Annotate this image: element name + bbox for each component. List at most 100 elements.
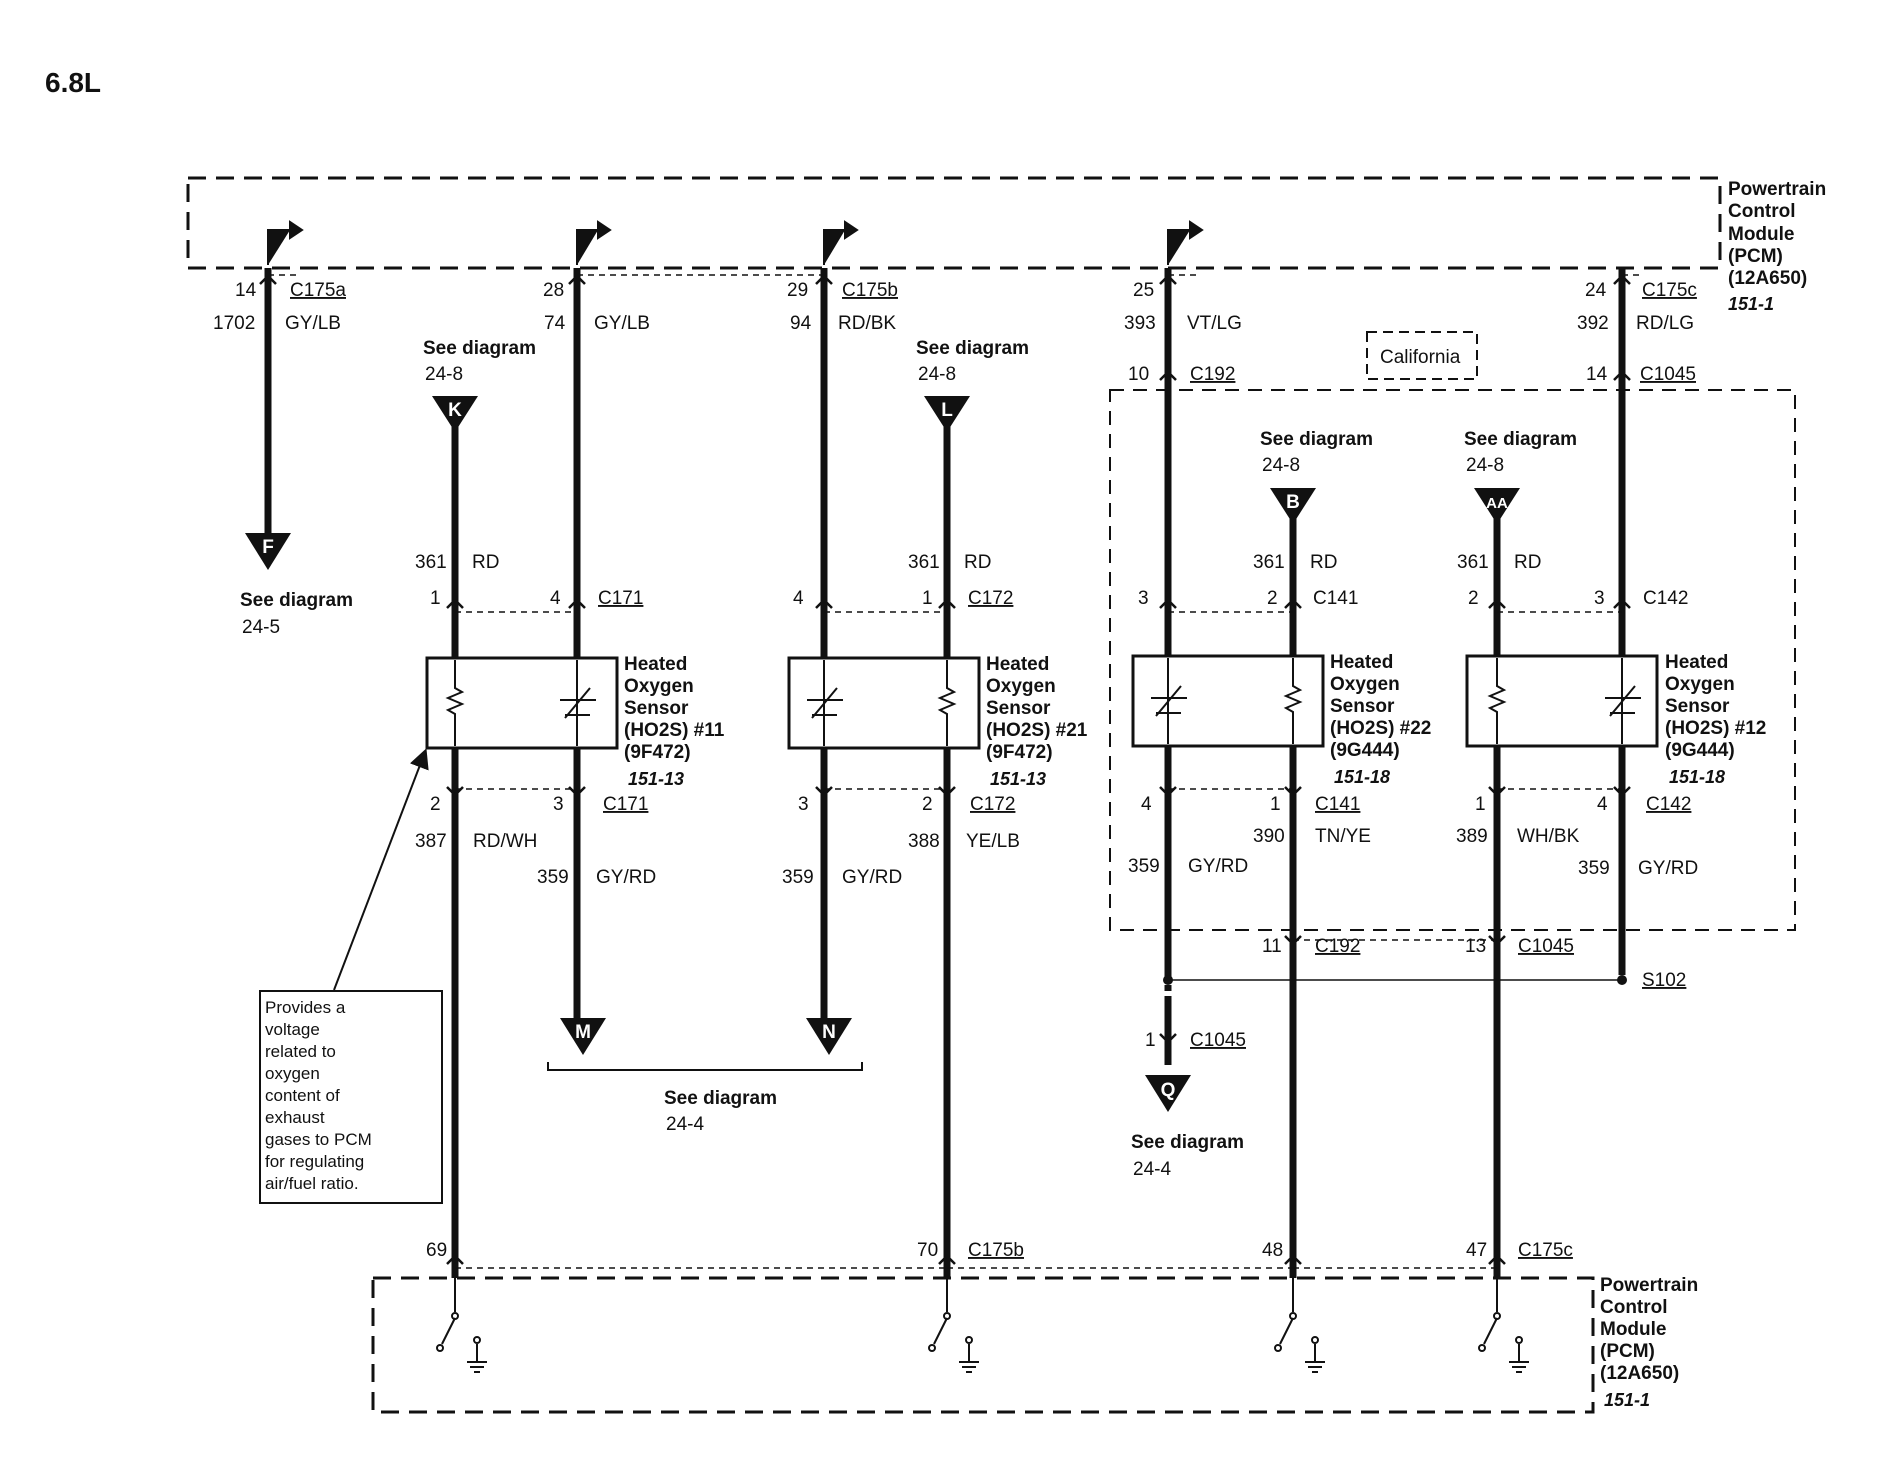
pcm-input-switches <box>436 1278 1529 1373</box>
splice-dot-right <box>1617 975 1627 985</box>
svg-text:Powertrain: Powertrain <box>1728 179 1826 200</box>
svg-text:361: 361 <box>1457 552 1489 573</box>
svg-text:392: 392 <box>1577 313 1609 334</box>
svg-text:(9F472): (9F472) <box>624 742 691 763</box>
flag-l: See diagram 24-8 L <box>916 338 1029 432</box>
svg-text:Powertrain: Powertrain <box>1600 1275 1698 1296</box>
svg-text:(HO2S) #22: (HO2S) #22 <box>1330 718 1431 739</box>
svg-text:359: 359 <box>1578 858 1610 879</box>
svg-text:4: 4 <box>550 588 561 609</box>
top-wire-labels: 14 C175a 1702 GY/LB 28 74 GY/LB 29 C175b… <box>213 280 1697 385</box>
sensor-top-connector-labels: 361 RD 1 4 C171 361 RD 4 1 C172 361 RD 3… <box>415 552 1688 609</box>
svg-text:(9F472): (9F472) <box>986 742 1053 763</box>
svg-text:VT/LG: VT/LG <box>1187 313 1242 334</box>
svg-text:C175c: C175c <box>1642 280 1697 301</box>
svg-text:2: 2 <box>1267 588 1278 609</box>
pcm-input-switch-69 <box>436 1278 487 1373</box>
note-text: Provides a voltage related to oxygen con… <box>265 998 372 1193</box>
svg-text:28: 28 <box>543 280 564 301</box>
svg-text:151-18: 151-18 <box>1669 767 1725 787</box>
svg-text:2: 2 <box>922 794 933 815</box>
sensor-element-symbols <box>445 658 1641 746</box>
svg-text:C175b: C175b <box>968 1240 1024 1261</box>
svg-text:C141: C141 <box>1313 588 1358 609</box>
svg-text:C192: C192 <box>1315 936 1360 957</box>
sensor-label-11: Heated Oxygen Sensor (HO2S) #11 (9F472) … <box>624 654 725 789</box>
svg-text:24: 24 <box>1585 280 1607 301</box>
svg-text:C172: C172 <box>970 794 1015 815</box>
pcm-top-label: Powertrain Control Module (PCM) (12A650)… <box>1728 179 1826 314</box>
svg-text:24-8: 24-8 <box>1466 455 1504 476</box>
california-box <box>1109 389 1796 931</box>
svg-text:exhaust: exhaust <box>265 1108 325 1127</box>
svg-text:See diagram: See diagram <box>664 1088 777 1109</box>
svg-text:C142: C142 <box>1646 794 1691 815</box>
svg-text:Control: Control <box>1600 1297 1668 1318</box>
svg-text:Module: Module <box>1600 1319 1667 1340</box>
svg-text:1: 1 <box>1270 794 1281 815</box>
flag-b: See diagram 24-8 B <box>1260 429 1373 524</box>
svg-text:Oxygen: Oxygen <box>1330 674 1400 695</box>
svg-text:361: 361 <box>1253 552 1285 573</box>
sensor-connector-lines <box>455 611 1622 1269</box>
svg-text:(9G444): (9G444) <box>1330 740 1400 761</box>
wires <box>264 268 1626 1278</box>
california-label: California <box>1380 347 1461 368</box>
note-arrow <box>333 748 429 991</box>
svg-text:2: 2 <box>430 794 441 815</box>
svg-text:24-4: 24-4 <box>666 1114 704 1135</box>
svg-text:359: 359 <box>782 867 814 888</box>
svg-text:L: L <box>941 400 953 421</box>
pcm-bottom-label: Powertrain Control Module (PCM) (12A650)… <box>1600 1275 1698 1410</box>
svg-text:C192: C192 <box>1190 364 1235 385</box>
splice-dot-left <box>1163 975 1173 985</box>
svg-text:Sensor: Sensor <box>624 698 689 719</box>
svg-text:GY/RD: GY/RD <box>596 867 656 888</box>
svg-text:1: 1 <box>1475 794 1486 815</box>
svg-text:See diagram: See diagram <box>916 338 1029 359</box>
svg-text:oxygen: oxygen <box>265 1064 320 1083</box>
svg-text:YE/LB: YE/LB <box>966 831 1020 852</box>
svg-text:See diagram: See diagram <box>1260 429 1373 450</box>
svg-text:(12A650): (12A650) <box>1600 1363 1679 1384</box>
svg-text:GY/LB: GY/LB <box>285 313 341 334</box>
svg-text:See diagram: See diagram <box>1464 429 1577 450</box>
svg-text:4: 4 <box>1141 794 1152 815</box>
flag-f: F See diagram 24-5 <box>240 533 353 638</box>
svg-text:C175c: C175c <box>1518 1240 1573 1261</box>
svg-text:Heated: Heated <box>624 654 687 675</box>
svg-text:C1045: C1045 <box>1190 1030 1246 1051</box>
svg-text:14: 14 <box>1586 364 1608 385</box>
svg-text:1: 1 <box>430 588 441 609</box>
engine-title: 6.8L <box>45 67 101 98</box>
svg-text:AA: AA <box>1486 495 1508 512</box>
svg-text:3: 3 <box>553 794 564 815</box>
svg-text:14: 14 <box>235 280 257 301</box>
svg-text:390: 390 <box>1253 826 1285 847</box>
svg-text:151-18: 151-18 <box>1334 767 1390 787</box>
svg-text:RD: RD <box>1514 552 1541 573</box>
pcm-bottom-box <box>371 1276 1595 1414</box>
svg-text:content of: content of <box>265 1086 340 1105</box>
svg-text:25: 25 <box>1133 280 1154 301</box>
california-output-labels: 11 C192 13 C1045 S102 1 C1045 <box>1145 936 1686 1051</box>
sensor-label-22: Heated Oxygen Sensor (HO2S) #22 (9G444) … <box>1330 652 1431 787</box>
svg-text:24-8: 24-8 <box>425 364 463 385</box>
svg-text:24-8: 24-8 <box>918 364 956 385</box>
svg-text:RD: RD <box>964 552 991 573</box>
svg-text:(HO2S) #21: (HO2S) #21 <box>986 720 1088 741</box>
svg-text:See diagram: See diagram <box>1131 1132 1244 1153</box>
svg-text:29: 29 <box>787 280 808 301</box>
svg-text:Sensor: Sensor <box>986 698 1051 719</box>
svg-text:TN/YE: TN/YE <box>1315 826 1371 847</box>
svg-text:24-4: 24-4 <box>1133 1159 1171 1180</box>
sensor-bottom-connector-labels: 2 3 C171 387 RD/WH 359 GY/RD 3 2 C172 38… <box>415 794 1698 888</box>
svg-text:C142: C142 <box>1643 588 1688 609</box>
svg-text:RD: RD <box>1310 552 1337 573</box>
svg-text:Provides a: Provides a <box>265 998 346 1017</box>
svg-text:359: 359 <box>1128 856 1160 877</box>
svg-text:151-13: 151-13 <box>990 769 1046 789</box>
svg-text:151-13: 151-13 <box>628 769 684 789</box>
svg-text:C175a: C175a <box>290 280 346 301</box>
